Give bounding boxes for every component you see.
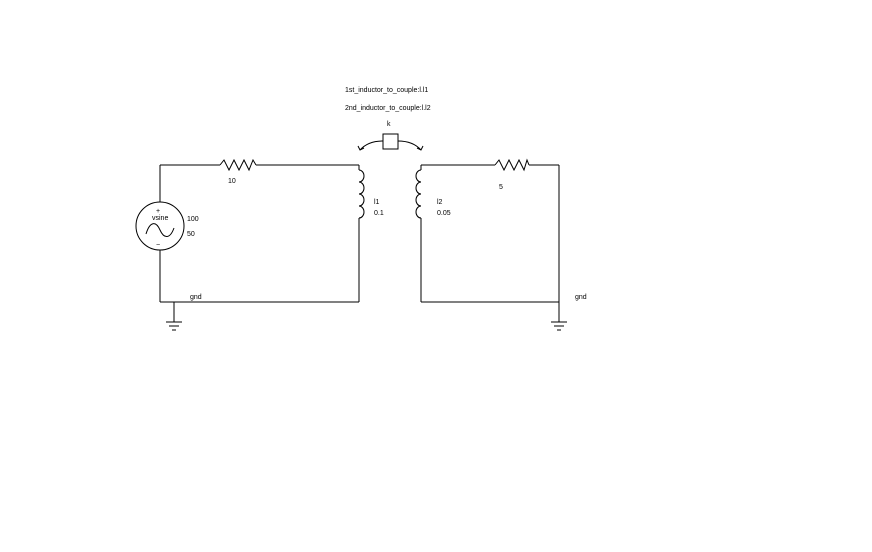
sine-wave-icon <box>145 223 175 237</box>
inductor-left-value: 0.1 <box>374 210 384 217</box>
ground-right-icon <box>551 321 567 331</box>
coupling-element[interactable] <box>357 133 424 151</box>
coupling-arrow-right <box>416 145 424 151</box>
coupling-label-1: 1st_inductor_to_couple:l.l1 <box>345 87 428 94</box>
coupling-label-2: 2nd_inductor_to_couple:l.l2 <box>345 105 431 112</box>
coupling-arc-right <box>397 140 422 151</box>
resistor-right-value: 5 <box>499 184 503 191</box>
inductor-right-name: l2 <box>437 199 443 206</box>
ground-right-label: gnd <box>575 294 587 301</box>
resistor-left[interactable] <box>219 158 257 172</box>
source-name: vsine <box>152 215 168 222</box>
coupling-box <box>382 133 399 150</box>
source-amplitude: 100 <box>187 216 199 223</box>
coupling-arrow-left <box>357 145 365 151</box>
inductor-left-name: l1 <box>374 199 380 206</box>
inductor-right-value: 0.05 <box>437 210 451 217</box>
coupling-name: k <box>387 121 391 128</box>
inductor-right[interactable] <box>415 169 422 219</box>
right-loop-wires <box>420 164 560 322</box>
resistor-right[interactable] <box>494 158 530 172</box>
inductor-left[interactable] <box>358 169 365 219</box>
source-circle <box>135 201 185 251</box>
coupling-arc-left <box>359 140 384 151</box>
source-frequency: 50 <box>187 231 195 238</box>
source-plus: + <box>156 208 160 215</box>
resistor-left-value: 10 <box>228 178 236 185</box>
ground-left-label: gnd <box>190 294 202 301</box>
ground-left-icon <box>166 321 182 331</box>
voltage-source[interactable] <box>135 201 185 251</box>
left-loop-wires <box>159 164 360 322</box>
source-minus: − <box>156 242 160 249</box>
